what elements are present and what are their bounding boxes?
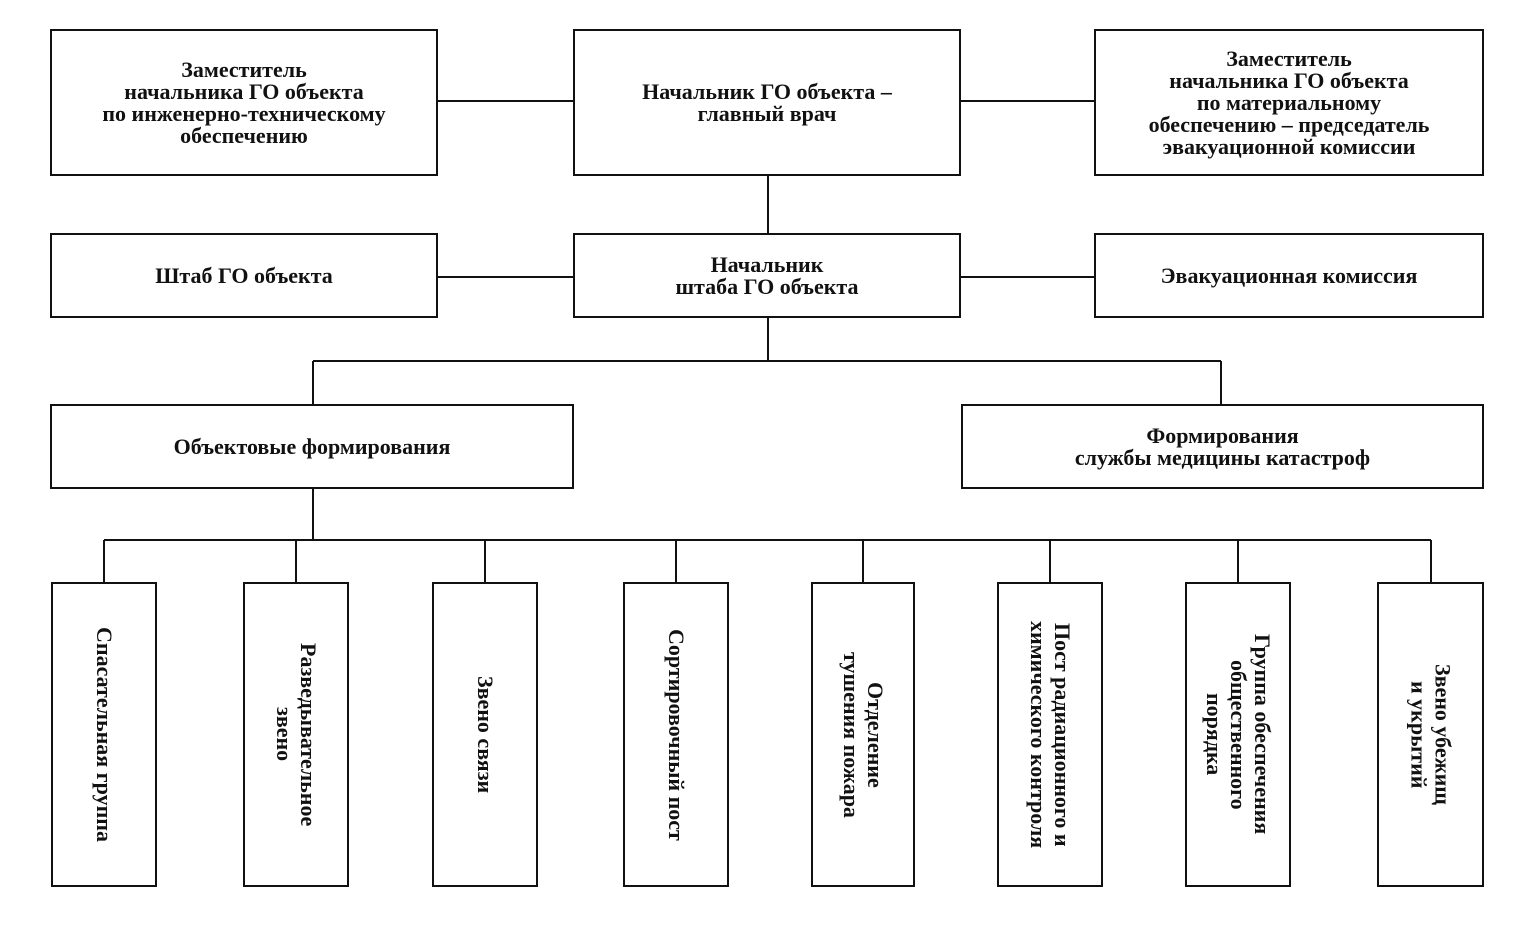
unit-box-6: Пост радиационного и химического контрол… <box>997 582 1103 887</box>
unit-box-5: Отделение тушения пожара <box>811 582 915 887</box>
object-formations-box: Объектовые формирования <box>50 404 574 489</box>
medical-formations-box: Формирования службы медицины катастроф <box>961 404 1484 489</box>
unit-box-2: Разведывательное звено <box>243 582 349 887</box>
hq-label: Штаб ГО объекта <box>155 262 333 288</box>
chief-box: Начальник ГО объекта – главный врач <box>573 29 961 176</box>
unit-box-1: Спасательная группа <box>51 582 157 887</box>
evac-commission-box: Эвакуационная комиссия <box>1094 233 1484 318</box>
deputy-engineering-box: Заместитель начальника ГО объекта по инж… <box>50 29 438 176</box>
unit-box-7: Группа обеспечения общественного порядка <box>1185 582 1291 887</box>
unit-box-8: Звено убежищ и укрытий <box>1377 582 1484 887</box>
deputy-material-box: Заместитель начальника ГО объекта по мат… <box>1094 29 1484 176</box>
unit-label-3: Звено связи <box>473 675 498 794</box>
chief-of-staff-box: Начальник штаба ГО объекта <box>573 233 961 318</box>
chief-label: Начальник ГО объекта – главный врач <box>642 78 892 126</box>
unit-box-3: Звено связи <box>432 582 538 887</box>
unit-label-4: Сортировочный пост <box>664 628 689 841</box>
unit-box-4: Сортировочный пост <box>623 582 729 887</box>
unit-label-6: Пост радиационного и химического контрол… <box>1026 620 1075 849</box>
medical-formations-label: Формирования службы медицины катастроф <box>1074 422 1371 470</box>
object-formations-label: Объектовые формирования <box>173 433 451 459</box>
evac-commission-label: Эвакуационная комиссия <box>1160 262 1418 288</box>
deputy-material-label: Заместитель начальника ГО объекта по мат… <box>1148 45 1430 159</box>
unit-label-5: Отделение тушения пожара <box>839 651 888 818</box>
unit-label-8: Звено убежищ и укрытий <box>1406 664 1456 805</box>
unit-label-7: Группа обеспечения общественного порядка <box>1202 634 1275 835</box>
unit-label-1: Спасательная группа <box>92 627 117 842</box>
chief-of-staff-label: Начальник штаба ГО объекта <box>675 251 859 299</box>
unit-label-2: Разведывательное звено <box>272 642 321 827</box>
hq-box: Штаб ГО объекта <box>50 233 438 318</box>
deputy-engineering-label: Заместитель начальника ГО объекта по инж… <box>102 56 386 148</box>
